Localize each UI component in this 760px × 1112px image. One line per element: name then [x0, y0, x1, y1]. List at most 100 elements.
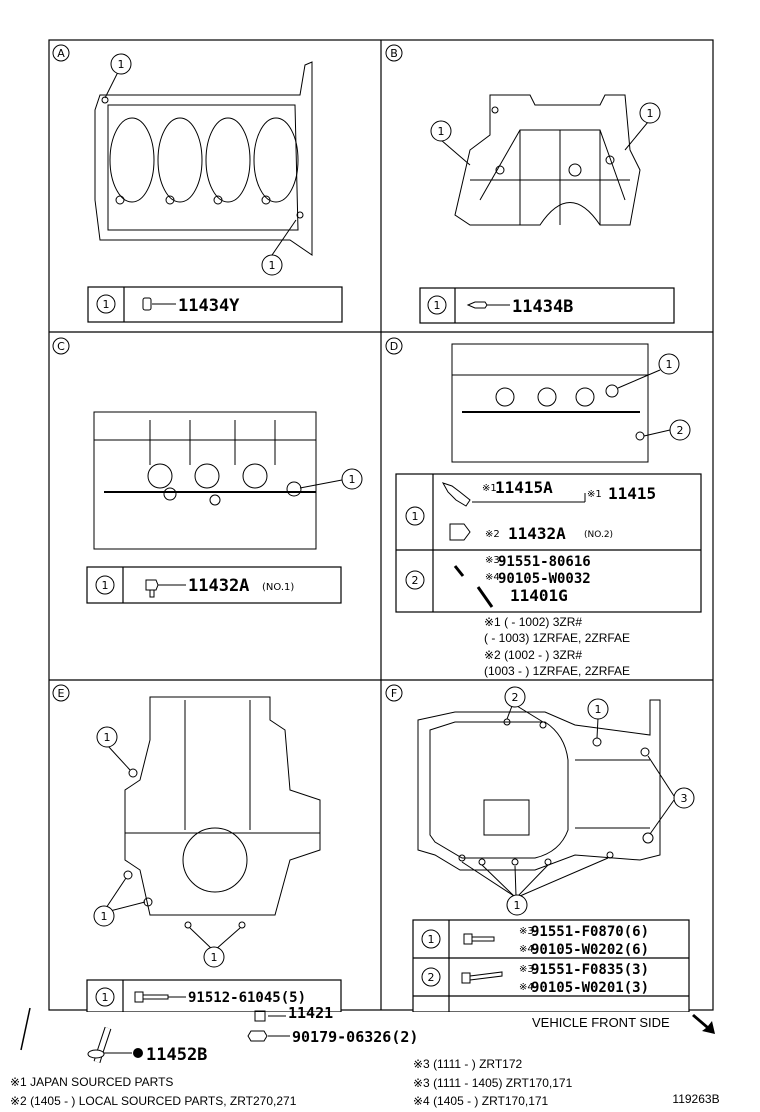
plug-icon: [449, 523, 471, 541]
ref-mark: ※4: [519, 944, 534, 955]
part-number: 11401G: [510, 586, 568, 605]
callout-1: 1: [349, 473, 356, 486]
footnote: ※3 (1111 - 1405) ZRT170,171: [413, 1076, 573, 1090]
part-number: 90179-06326(2): [292, 1028, 418, 1046]
panel-c-callouts: 1: [341, 468, 363, 490]
plug-icon: [145, 579, 159, 598]
panel-e-callouts: 1 1 1: [93, 726, 225, 968]
callout-2: 2: [512, 691, 519, 704]
part-number: 90105-W0032: [498, 571, 591, 587]
engine-block-side-view: [451, 343, 671, 463]
row-number: 1: [428, 933, 435, 946]
part-number: 11432A: [508, 524, 566, 543]
part-number: 11434B: [512, 297, 573, 317]
callout-1: 1: [666, 358, 673, 371]
panel-a-parts-table: 1 11434Y: [87, 286, 343, 323]
footnote: ※2 (1405 - ) LOCAL SOURCED PARTS, ZRT270…: [10, 1094, 297, 1108]
panel-grid: [48, 39, 714, 1011]
callout-1: 1: [211, 951, 218, 964]
nut-icon: [247, 1030, 268, 1042]
footnote: ※4 (1405 - ) ZRT170,171: [413, 1094, 549, 1108]
ref-mark: ※1: [587, 489, 602, 500]
vehicle-front-label: VEHICLE FRONT SIDE: [532, 1015, 670, 1030]
callout-2: 2: [677, 424, 684, 437]
bolt-icon: [461, 971, 503, 984]
ref-mark: ※3: [519, 964, 534, 975]
ref-mark: ※2: [485, 529, 500, 540]
footnote: ※1 JAPAN SOURCED PARTS: [10, 1075, 173, 1089]
row-number: 1: [434, 299, 441, 312]
callout-1: 1: [118, 58, 125, 71]
ref-mark: ※1: [482, 483, 497, 494]
ref-mark: ※3: [519, 926, 534, 937]
row-number: 1: [103, 298, 110, 311]
callout-3: 3: [681, 792, 688, 805]
engine-block-end-view: [440, 94, 649, 226]
row-number: 2: [428, 971, 435, 984]
part-suffix: (NO.1): [262, 582, 294, 593]
panel-b-callouts: 1 1: [430, 102, 661, 142]
ref-mark: ※3: [485, 555, 500, 566]
panel-letter-b: B: [390, 47, 398, 60]
front-arrow-icon: [692, 1014, 715, 1034]
callout-1: 1: [647, 107, 654, 120]
panel-d-callouts: 1 2: [658, 353, 691, 441]
panel-e-parts-table: 1 91512-61045(5): [86, 979, 342, 1013]
sensor-icon: [441, 482, 471, 507]
pin-icon: [466, 301, 488, 309]
callout-1: 1: [101, 910, 108, 923]
part-number: 90105-W0201(3): [531, 980, 649, 996]
part-number: 11415A: [495, 478, 553, 497]
part-number: 11432A: [188, 576, 249, 596]
ref-mark: ※4: [485, 572, 500, 583]
note-line: ( - 1003) 1ZRFAE, 2ZRFAE: [484, 631, 630, 645]
callout-1: 1: [514, 899, 521, 912]
figure-id: 119263B: [672, 1092, 719, 1106]
part-number: 91551-F0835(3): [531, 962, 649, 978]
row-number: 1: [102, 579, 109, 592]
panel-letter-f: F: [391, 687, 397, 700]
pin-icon: [142, 297, 152, 311]
panel-d-notes: ※1 ( - 1002) 3ZR# ( - 1003) 1ZRFAE, 2ZRF…: [484, 615, 630, 678]
gasket-icon: [87, 1049, 105, 1059]
row-number: 2: [412, 574, 419, 587]
part-suffix: (NO.2): [584, 530, 613, 540]
engine-block-side-view: [93, 411, 343, 550]
part-number: 91551-F0870(6): [531, 924, 649, 940]
ref-mark: ※4: [519, 982, 534, 993]
engine-block-top-view: [94, 61, 313, 259]
part-number: 90105-W0202(6): [531, 942, 649, 958]
panel-letter-c: C: [57, 340, 65, 353]
panel-letter-e: E: [58, 687, 65, 700]
bottom-parts: 11452B 11421 90179-06326(2) VEHICLE FRON…: [20, 1004, 715, 1065]
panel-letter-a: A: [57, 47, 65, 60]
callout-1: 1: [104, 731, 111, 744]
panel-f-parts-table: 1 2 ※3 91551-F0870(6) ※4 90105-W0202(6) …: [412, 919, 690, 1013]
panel-b-parts-table: 1 11434B: [419, 287, 675, 324]
oil-pan-view: [417, 699, 675, 897]
panel-c-parts-table: 1 11432A (NO.1): [86, 566, 342, 604]
callout-1: 1: [269, 259, 276, 272]
panel-d-parts-table: 1 2 ※1 11415A ※1 11415 ※2 11432A (NO.2) …: [395, 473, 702, 613]
part-number: 11434Y: [178, 296, 240, 316]
engine-block-front-view: [105, 696, 321, 951]
part-number: 91512-61045(5): [188, 990, 306, 1006]
panel-letters: A B C D E F: [52, 44, 403, 702]
part-number: 11421: [288, 1004, 333, 1022]
note-line: ※1 ( - 1002) 3ZR#: [484, 615, 582, 629]
footnote: ※3 (1111 - ) ZRT172: [413, 1057, 523, 1071]
panel-f-callouts: 1 2 3 1: [504, 686, 695, 916]
part-number: 11415: [608, 484, 656, 503]
panel-letter-d: D: [390, 340, 398, 353]
row-number: 1: [102, 991, 109, 1004]
bolt-icon: [463, 933, 495, 945]
callout-1: 1: [595, 703, 602, 716]
panel-a-callouts: 1 1: [110, 53, 283, 276]
note-line: (1003 - ) 1ZRFAE, 2ZRFAE: [484, 664, 630, 678]
part-number: 91551-80616: [498, 554, 591, 570]
footnotes: ※1 JAPAN SOURCED PARTS ※2 (1405 - ) LOCA…: [10, 1057, 720, 1108]
row-number: 1: [412, 510, 419, 523]
part-number: 11452B: [146, 1045, 207, 1065]
bolt-icon: [453, 565, 494, 608]
